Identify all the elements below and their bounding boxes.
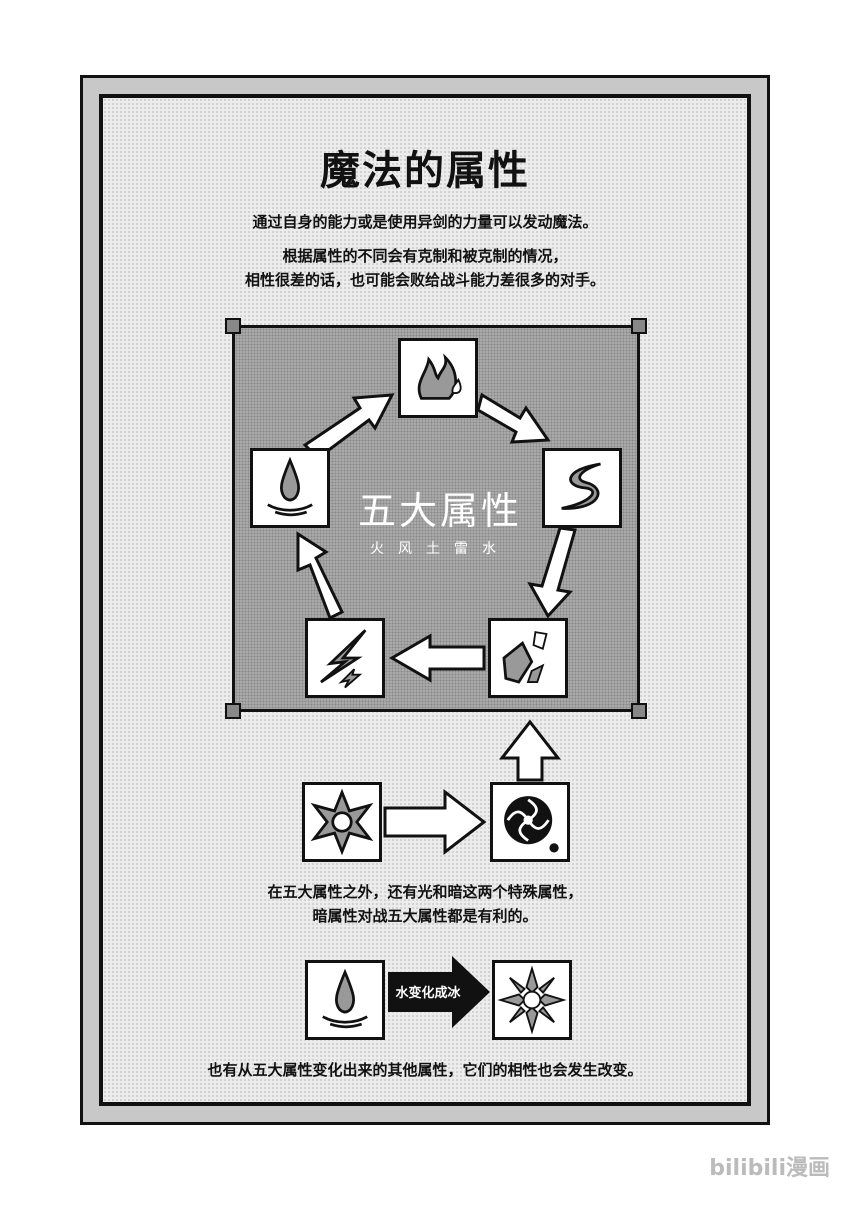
earth-icon bbox=[488, 618, 568, 698]
watermark: bilibili漫画 bbox=[709, 1156, 830, 1181]
thunder-icon bbox=[305, 618, 385, 698]
arrow-wind-to-earth bbox=[527, 526, 577, 619]
corner bbox=[225, 703, 241, 719]
arrow-dark-to-earth bbox=[498, 719, 562, 782]
affinity-line-1: 根据属性的不同会有克制和被克制的情况， bbox=[282, 247, 568, 265]
transform-label: 水变化成冰 bbox=[395, 986, 461, 1001]
arrow-earth-to-thunder bbox=[389, 633, 486, 683]
transform-arrow: 水变化成冰 bbox=[388, 963, 484, 1019]
corner bbox=[631, 318, 647, 334]
water-icon bbox=[250, 448, 330, 528]
arrow-water-to-ice bbox=[388, 956, 490, 1028]
corner bbox=[631, 703, 647, 719]
intro-text: 通过自身的能力或是使用异剑的力量可以发动魔法。 bbox=[252, 213, 598, 231]
light-icon bbox=[302, 782, 382, 862]
special-line-2: 暗属性对战五大属性都是有利的。 bbox=[312, 907, 538, 925]
wind-icon bbox=[542, 448, 622, 528]
cycle-subtitle: 火风土雷水 bbox=[370, 541, 510, 557]
cycle-title: 五大属性 bbox=[357, 489, 522, 533]
affinity-line-2: 相性很差的话，也可能会败给战斗能力差很多的对手。 bbox=[244, 271, 605, 289]
water-icon bbox=[305, 960, 385, 1040]
ice-icon bbox=[492, 960, 572, 1040]
derived-text: 也有从五大属性变化出来的其他属性，它们的相性也会发生改变。 bbox=[207, 1061, 643, 1079]
corner bbox=[225, 318, 241, 334]
arrow-fire-to-wind bbox=[476, 392, 551, 444]
dark-icon bbox=[490, 782, 570, 862]
fire-icon bbox=[398, 338, 478, 418]
arrow-thunder-to-water bbox=[296, 531, 344, 621]
special-line-1: 在五大属性之外，还有光和暗这两个特殊属性， bbox=[267, 883, 583, 901]
page-title: 魔法的属性 bbox=[320, 148, 530, 194]
arrow-light-to-dark bbox=[383, 788, 487, 856]
